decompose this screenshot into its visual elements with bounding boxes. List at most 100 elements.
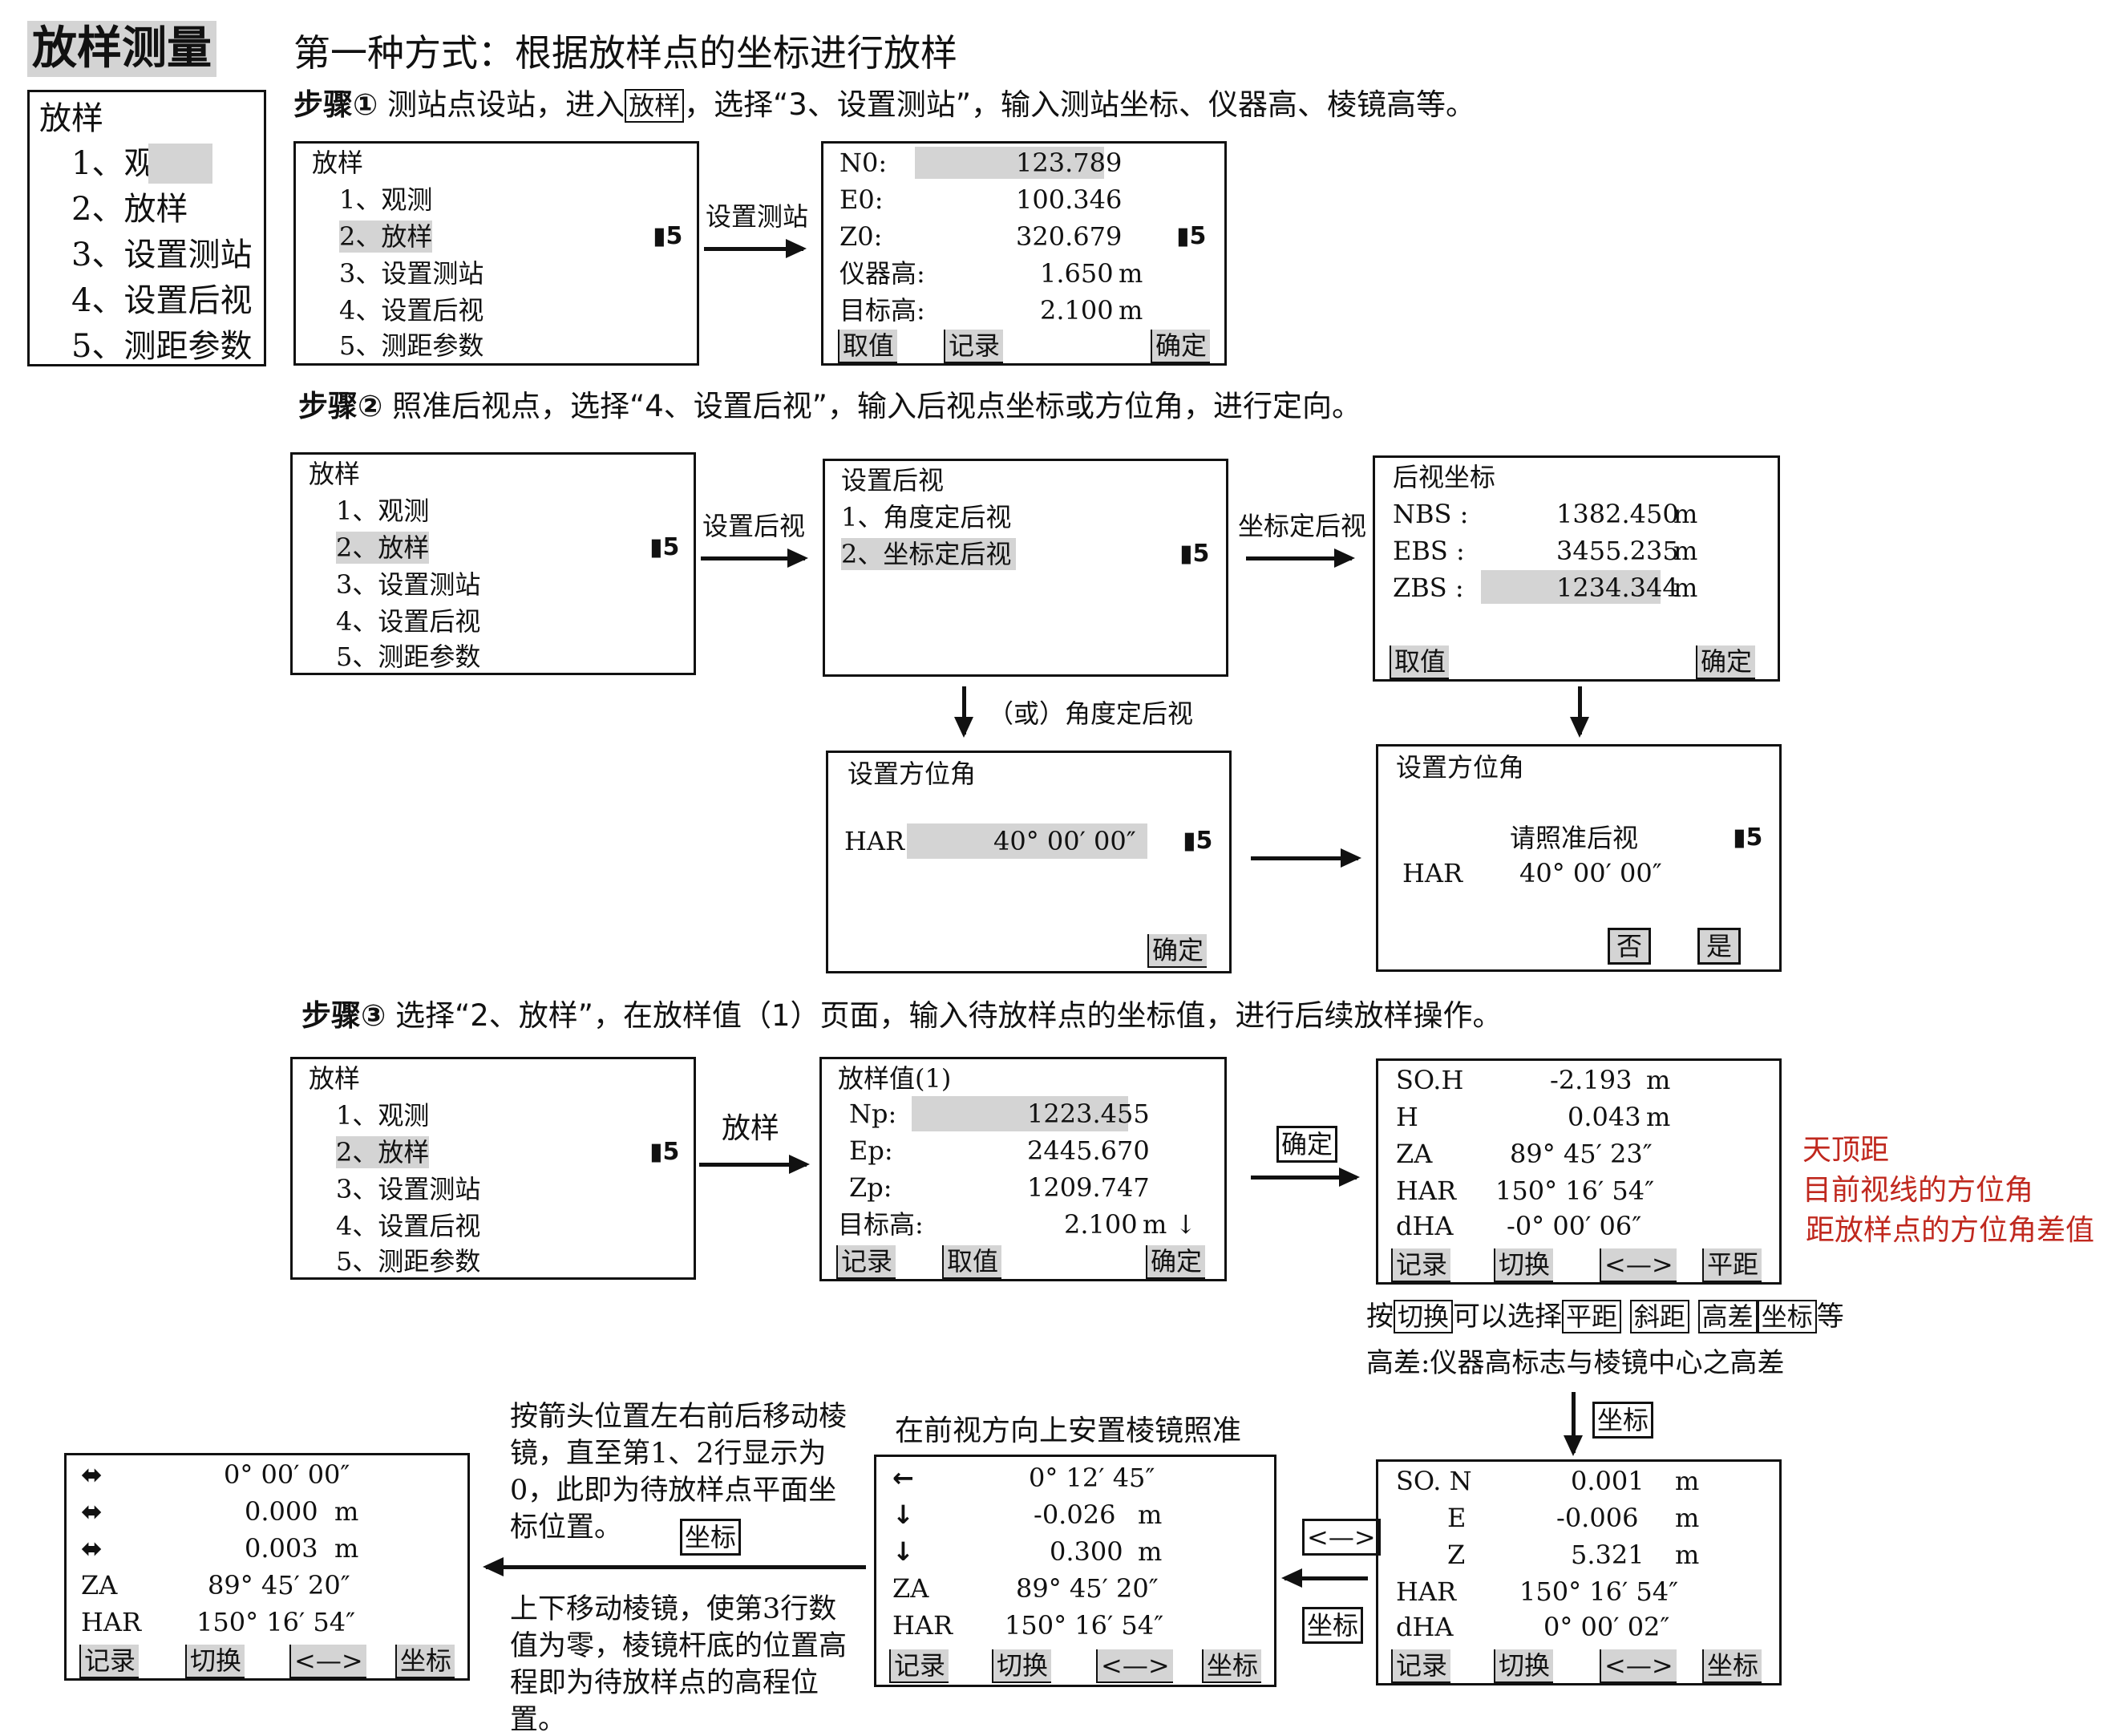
softkey-record[interactable]: 记录 [889, 1649, 949, 1683]
field-label: N0: [839, 148, 888, 178]
menu-item[interactable]: 2、放样 [339, 221, 433, 253]
menu-item[interactable]: 4、设置后视 [336, 1211, 481, 1241]
key-coord[interactable]: 坐标 [1757, 1300, 1817, 1333]
softkey-record[interactable]: 记录 [836, 1245, 896, 1279]
arrow-right [1251, 848, 1361, 868]
softkey-ok[interactable]: 确定 [1146, 1245, 1206, 1279]
menu-item[interactable]: 5、测距参数 [336, 1246, 481, 1277]
softkey-coord[interactable]: 坐标 [1702, 1649, 1762, 1683]
menu-item[interactable]: 3、设置测站 [339, 258, 484, 289]
field-value[interactable]: 1209.747 [1027, 1172, 1150, 1203]
softkey-swap[interactable]: <—> [1096, 1649, 1173, 1683]
softkey-switch[interactable]: 切换 [992, 1649, 1052, 1683]
field-value[interactable]: 320.679 [1016, 221, 1123, 252]
menu-item[interactable]: 4、设置后视 [336, 606, 481, 637]
field-value[interactable]: 2.100 [1040, 295, 1114, 326]
step-text: 照准后视点，选择“4、设置后视”，输入后视点坐标或方位角，进行定向。 [392, 389, 1361, 423]
field-label: SO.H [1396, 1065, 1464, 1095]
softkey-coord[interactable]: 坐标 [395, 1645, 455, 1678]
key-sd[interactable]: 斜距 [1629, 1300, 1689, 1333]
field-value: 0.003 [245, 1533, 318, 1564]
softkey-ok[interactable]: 确定 [1151, 330, 1211, 363]
softkey-coord[interactable]: 坐标 [1202, 1649, 1262, 1683]
menu-item[interactable]: 4、设置后视 [339, 295, 484, 326]
key-fangyang[interactable]: 放样 [625, 89, 685, 123]
key-coord[interactable]: 坐标 [1592, 1402, 1654, 1439]
softkey-swap[interactable]: <—> [1600, 1649, 1677, 1683]
softkey-ok[interactable]: 确定 [1696, 645, 1756, 679]
field-value: 150° 16′ 54″ [1519, 1576, 1679, 1607]
softkey-record[interactable]: 记录 [1391, 1248, 1451, 1282]
menu-item[interactable]: 5、测距参数 [71, 328, 253, 365]
backsight-coords-screen: 后视坐标 NBS : 1382.450 m EBS : 3455.235 m Z… [1373, 455, 1780, 682]
menu-item[interactable]: 2、坐标定后视 [841, 538, 1017, 570]
field-label: ZBS : [1393, 573, 1464, 603]
menu-item[interactable]: 1、观测 [336, 496, 430, 526]
screen-title: 放样 [312, 148, 364, 178]
softkey-ok[interactable]: 确定 [1147, 934, 1208, 968]
menu-item[interactable]: 3、设置测站 [71, 237, 253, 273]
field-label: EBS : [1393, 536, 1465, 566]
softkey-record[interactable]: 记录 [1391, 1649, 1451, 1683]
field-value[interactable]: 1382.450 [1556, 499, 1679, 529]
field-value[interactable]: 123.789 [1016, 148, 1123, 178]
menu-item[interactable]: 2、放样 [336, 532, 430, 564]
field-value[interactable]: 1.650 [1040, 258, 1114, 289]
station-setup-screen: N0: 123.789 E0: 100.346 Z0: 320.679 ▮5 仪… [821, 141, 1227, 366]
softkey-swap[interactable]: <—> [289, 1645, 366, 1678]
key-hd[interactable]: 平距 [1562, 1300, 1622, 1333]
key-swap[interactable]: <—> [1302, 1519, 1381, 1556]
softkey-switch[interactable]: 切换 [185, 1645, 245, 1678]
menu-item[interactable]: 2、放样 [336, 1136, 430, 1168]
field-value[interactable]: 1234.344 [1556, 573, 1679, 603]
note-azimuth: 目前视线的方位角 [1802, 1174, 2034, 1207]
softkey-swap[interactable]: <—> [1600, 1248, 1677, 1282]
field-label: HAR [81, 1607, 142, 1637]
menu-item[interactable]: 1、角度定后视 [841, 502, 1012, 532]
softkey-record[interactable]: 记录 [79, 1645, 140, 1678]
softkey-switch[interactable]: 切换 [1494, 1248, 1554, 1282]
unit: m [334, 1533, 359, 1564]
softkey-take[interactable]: 取值 [942, 1245, 1002, 1279]
softkey-record[interactable]: 记录 [944, 330, 1004, 363]
menu-item[interactable]: 4、设置后视 [71, 282, 253, 319]
key-vd[interactable]: 高差 [1697, 1300, 1758, 1333]
menu-item[interactable]: 2、放样 [71, 191, 188, 228]
step-text: 测站点设站，进入 [387, 87, 625, 122]
field-value: 0° 00′ 00″ [224, 1459, 350, 1490]
field-value: 150° 16′ 54″ [1005, 1610, 1164, 1641]
battery-icon: ▮5 [649, 533, 680, 561]
softkey-take[interactable]: 取值 [1390, 645, 1450, 679]
softkey-switch[interactable]: 切换 [1494, 1649, 1554, 1683]
menu-item[interactable]: 1、观测 [336, 1100, 430, 1131]
key-confirm[interactable]: 确定 [1276, 1126, 1338, 1163]
switch-note: 按切换可以选择平距 斜距 高差坐标等 [1366, 1300, 1844, 1333]
key-coord[interactable]: 坐标 [680, 1519, 742, 1556]
softkey-no[interactable]: 否 [1608, 928, 1652, 965]
field-value[interactable]: 2.100 [1064, 1209, 1138, 1240]
field-value[interactable]: 40° 00′ 00″ [993, 826, 1136, 856]
field-label: HAR [1396, 1176, 1457, 1206]
menu-item[interactable]: 5、测距参数 [339, 330, 484, 361]
key-coord[interactable]: 坐标 [1302, 1607, 1364, 1644]
menu-item[interactable]: 1、观测 [339, 184, 433, 215]
softkey-yes[interactable]: 是 [1697, 928, 1742, 965]
softkey-hd[interactable]: 平距 [1702, 1248, 1762, 1282]
azimuth-screen: 设置方位角 HAR 40° 00′ 00″ ▮5 确定 [826, 751, 1232, 973]
menu-item[interactable]: 3、设置测站 [336, 569, 481, 600]
menu-item[interactable]: 5、测距参数 [336, 641, 481, 672]
azimuth-confirm-screen: 设置方位角 请照准后视 ▮5 HAR 40° 00′ 00″ 否 是 [1376, 744, 1782, 972]
field-value: 0° 12′ 45″ [1029, 1463, 1155, 1493]
field-value[interactable]: 100.346 [1016, 184, 1123, 215]
softkey-take[interactable]: 取值 [838, 330, 898, 363]
field-value[interactable]: 2445.670 [1027, 1135, 1150, 1166]
screen-title: 设置方位角 [848, 759, 977, 789]
menu-item[interactable]: 3、设置测站 [336, 1174, 481, 1204]
field-value[interactable]: 1223.455 [1027, 1099, 1150, 1129]
unit: m [1138, 1499, 1163, 1530]
field-value[interactable]: 3455.235 [1556, 536, 1679, 566]
field-value: 5.321 [1571, 1540, 1645, 1570]
key-switch[interactable]: 切换 [1394, 1300, 1454, 1333]
prompt-text: 请照准后视 [1510, 823, 1639, 853]
or-label: （或）角度定后视 [988, 698, 1194, 729]
